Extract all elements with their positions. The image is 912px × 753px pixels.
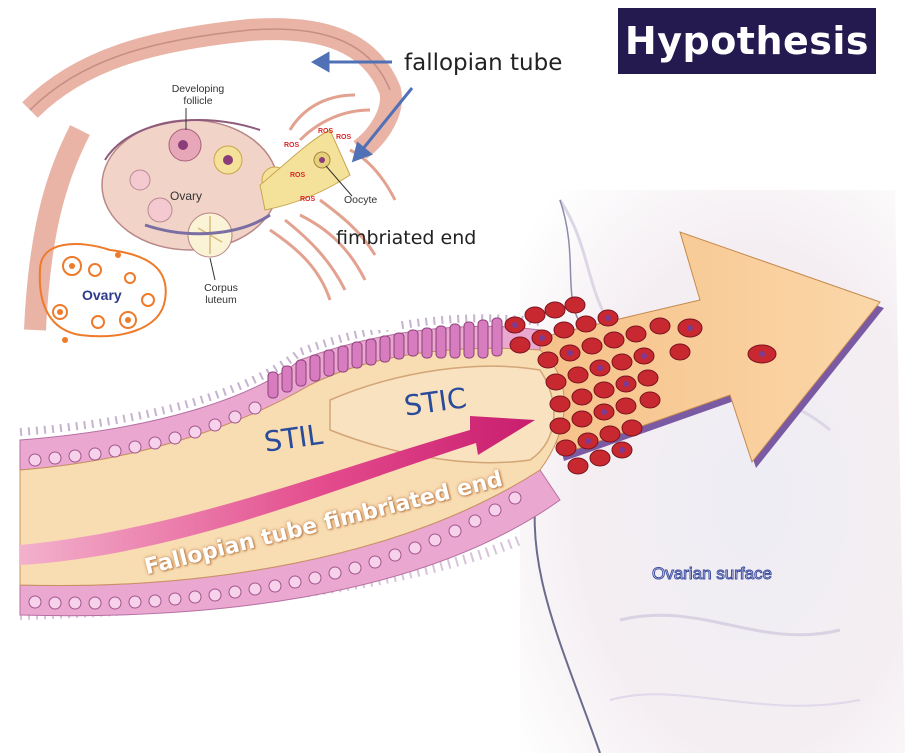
title: Hypothesis [625,19,869,63]
ovary-label: Ovary [170,190,202,202]
title-box: Hypothesis [618,8,876,74]
ros-label: ROS [300,196,315,203]
ovarian-surface-label: Ovarian surface [652,564,772,584]
developing-follicle-label: Developing follicle [158,83,238,107]
fallopian-tube-body [20,318,564,615]
small-ovary-label: Ovary [82,287,122,303]
ros-label: ROS [290,172,305,179]
fimbriated-end-label: fimbriated end [336,227,476,249]
ros-label: ROS [284,142,299,149]
oocyte-label: Oocyte [344,194,377,206]
ros-label: ROS [336,134,351,141]
corpus-luteum-label: Corpus luteum [196,282,246,306]
ros-label: ROS [318,128,333,135]
fallopian-tube-label: fallopian tube [404,50,562,76]
